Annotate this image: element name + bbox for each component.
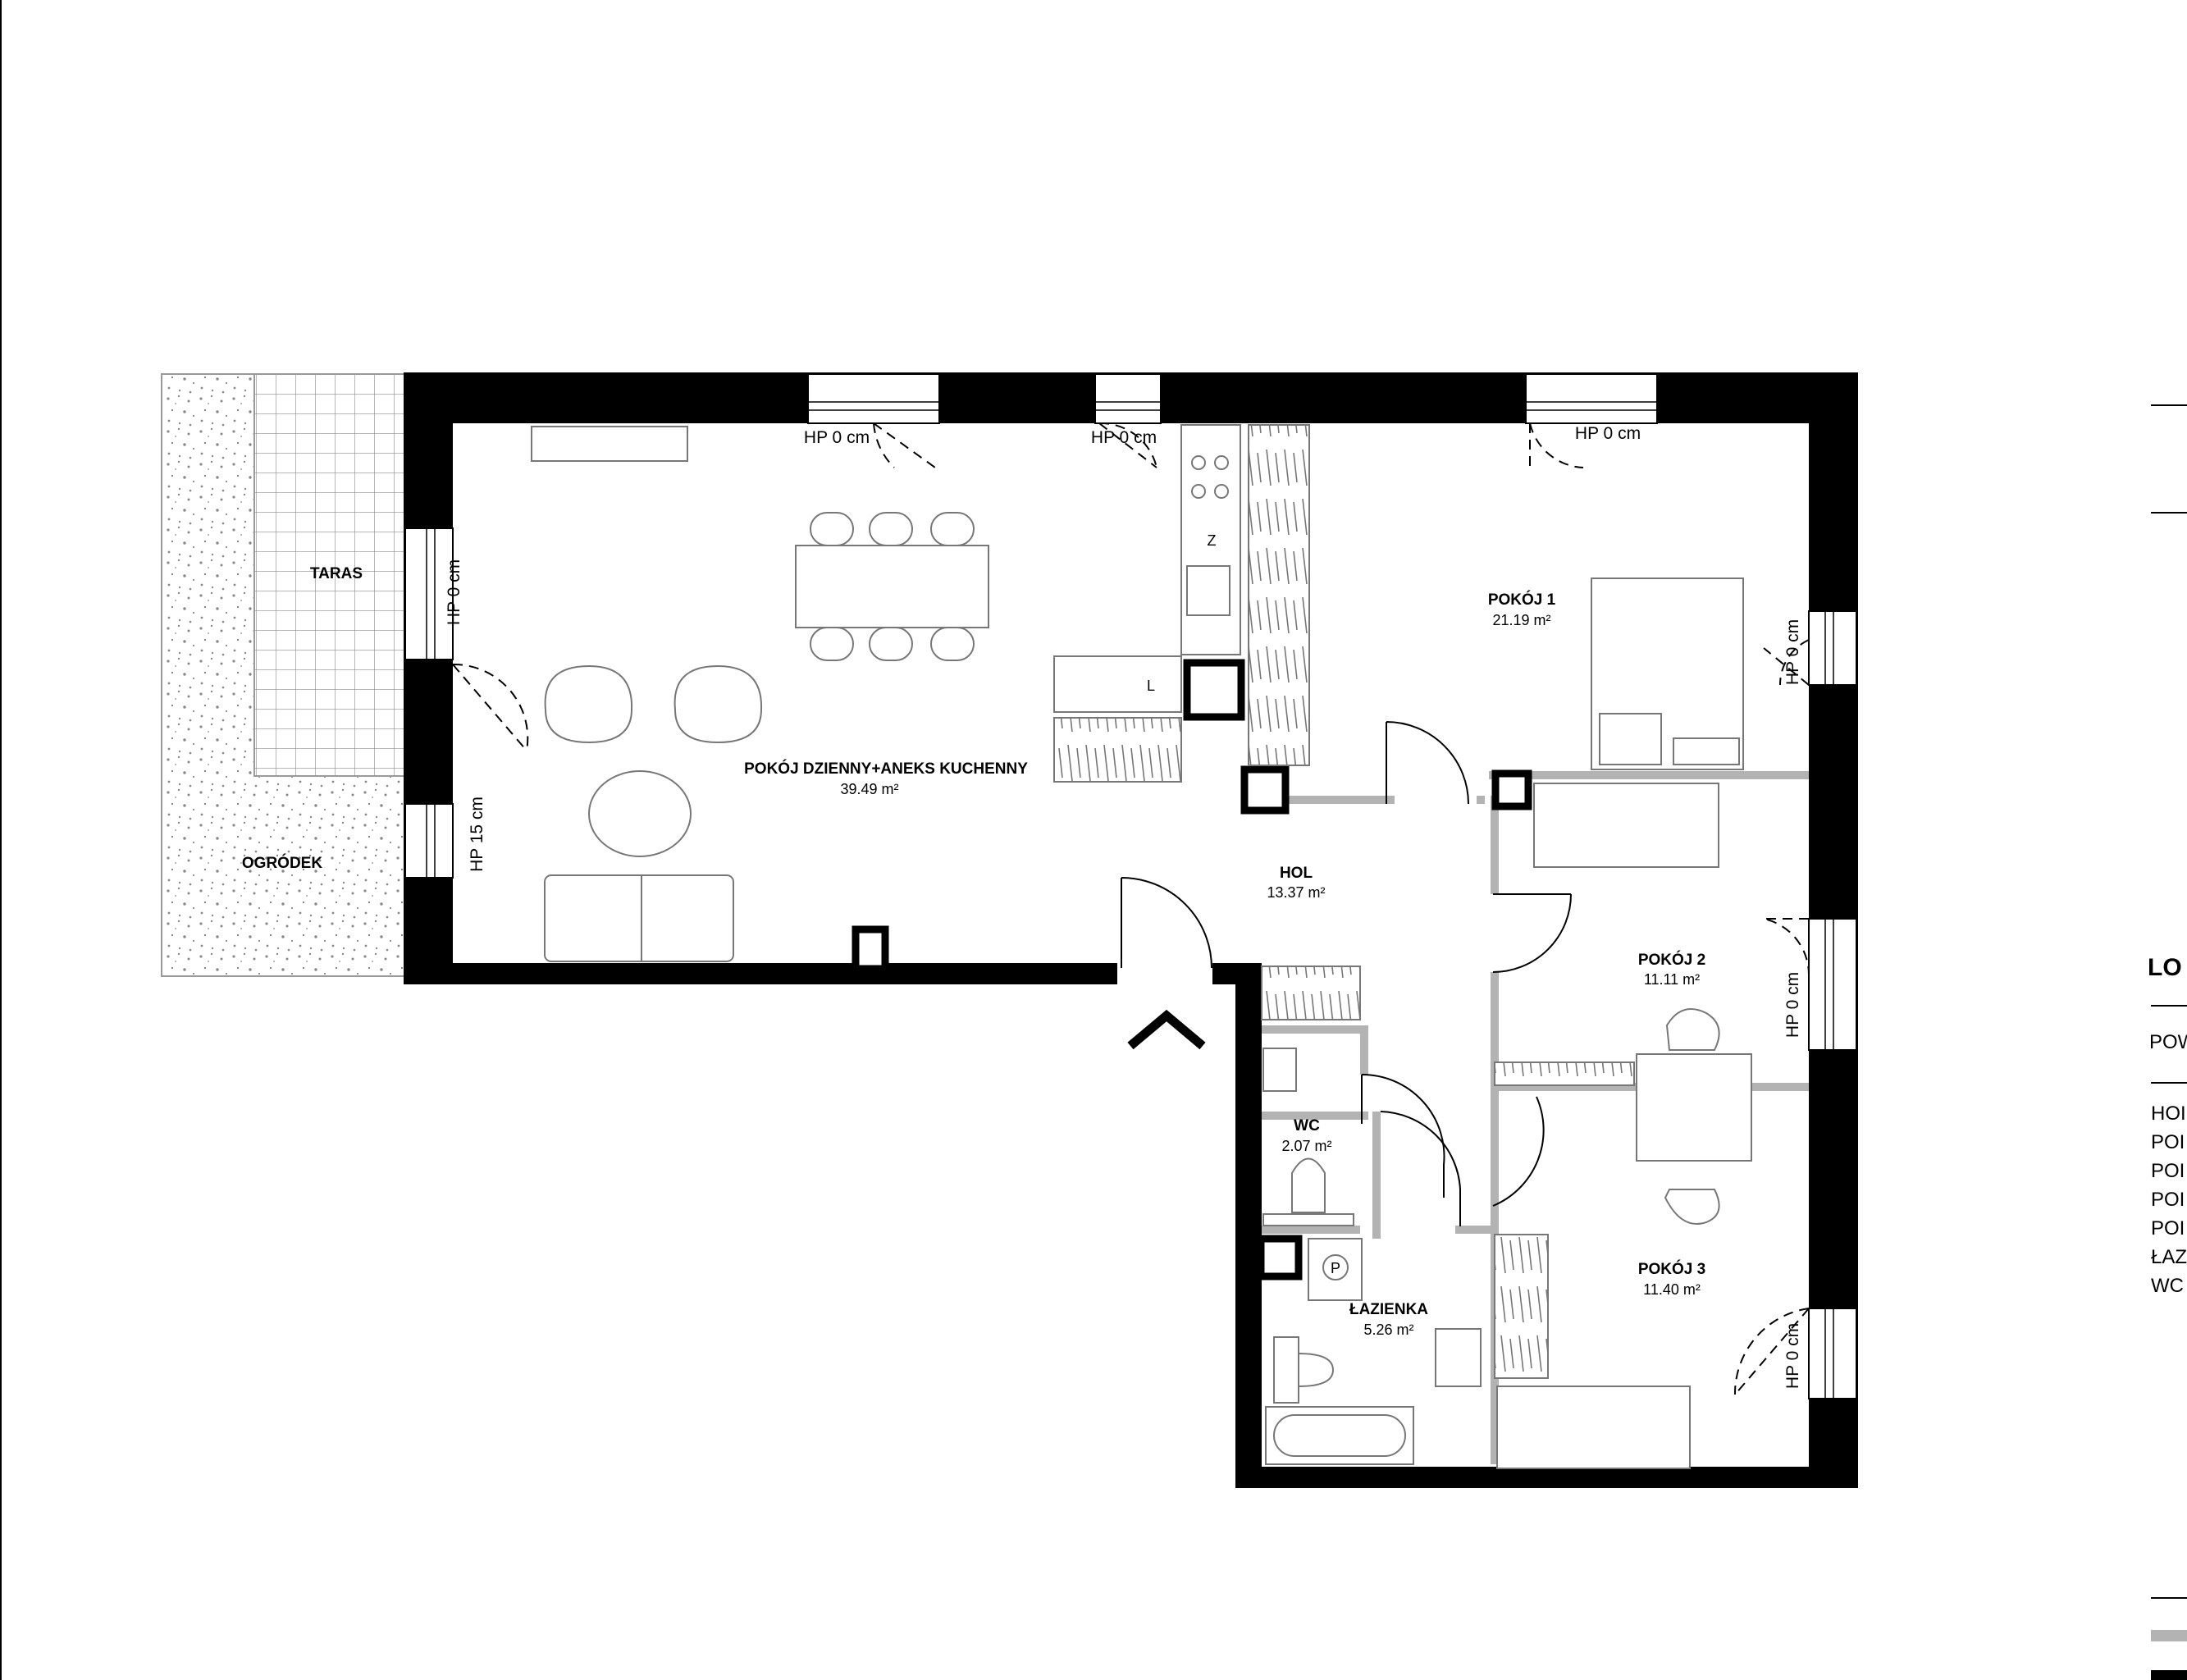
- bedroom3-furniture: [1494, 1234, 1691, 1469]
- pokoj1-name: POKÓJ 1: [1488, 591, 1556, 609]
- interior-doors: [1121, 721, 1572, 1226]
- kitchen-unit: [1053, 424, 1310, 783]
- pokoj2-name: POKÓJ 2: [1638, 951, 1705, 969]
- wc-area: 2.07 m²: [1281, 1138, 1331, 1154]
- sanitary-fixtures: [1261, 966, 1482, 1465]
- terrace-area: [253, 373, 407, 777]
- hp-right1: HP 0 cm: [1783, 619, 1802, 685]
- living-furniture: [531, 426, 989, 962]
- hp-top3: HP 0 cm: [1575, 424, 1641, 443]
- legend-item: WC: [2151, 1275, 2184, 1297]
- legend-rules: [2151, 404, 2187, 1599]
- columns: [852, 659, 1532, 1281]
- taras-label: TARAS: [310, 565, 363, 582]
- entrance-marker: [1127, 1009, 1206, 1050]
- pokoj2-area: 11.11 m²: [1644, 971, 1700, 988]
- legend-title: LO: [2148, 954, 2182, 981]
- windows: [404, 373, 1857, 1399]
- legend-swatch-partition: [2151, 1630, 2187, 1641]
- washer-label: P: [1331, 1260, 1340, 1276]
- hp-right2: HP 0 cm: [1783, 972, 1802, 1038]
- pokoj3-area: 11.40 m²: [1643, 1281, 1701, 1298]
- pokoj3-name: POKÓJ 3: [1638, 1260, 1705, 1278]
- pokoj1-area: 21.19 m²: [1492, 612, 1550, 628]
- hol-area: 13.37 m²: [1267, 884, 1325, 901]
- ogrodek-label: OGRÓDEK: [242, 854, 322, 872]
- dishwasher-label: L: [1147, 678, 1155, 694]
- bedroom2-furniture: [1494, 1008, 1752, 1225]
- fridge-label: Z: [1208, 532, 1217, 549]
- hp-right3: HP 0 cm: [1783, 1323, 1802, 1389]
- legend-swatch-wall: [2151, 1670, 2187, 1680]
- legend-item: POI: [2151, 1217, 2185, 1239]
- hp-left2: HP 15 cm: [468, 797, 486, 872]
- window-glass-lines: [426, 401, 1834, 1399]
- legend-item: POI: [2151, 1160, 2185, 1182]
- bedroom1-furniture: [1533, 578, 1744, 868]
- legend-item: POI: [2151, 1131, 2185, 1153]
- hp-top2: HP 0 cm: [1091, 428, 1157, 447]
- window-swings: [452, 422, 1810, 1395]
- legend-item: ŁAZ: [2151, 1246, 2187, 1268]
- hp-left1: HP 0 cm: [445, 559, 463, 625]
- hol-name: HOL: [1280, 865, 1313, 882]
- lazienka-area: 5.26 m²: [1363, 1322, 1413, 1338]
- hp-top1: HP 0 cm: [804, 428, 870, 447]
- legend-item: HOI: [2151, 1102, 2186, 1125]
- legend-pow: POW: [2149, 1031, 2187, 1053]
- legend-item: POI: [2151, 1189, 2185, 1211]
- salon-name: POKÓJ DZIENNY+ANEKS KUCHENNY: [744, 760, 1028, 778]
- lazienka-name: ŁAZIENKA: [1349, 1301, 1428, 1318]
- wc-name: WC: [1294, 1117, 1320, 1134]
- salon-area: 39.49 m²: [840, 781, 898, 797]
